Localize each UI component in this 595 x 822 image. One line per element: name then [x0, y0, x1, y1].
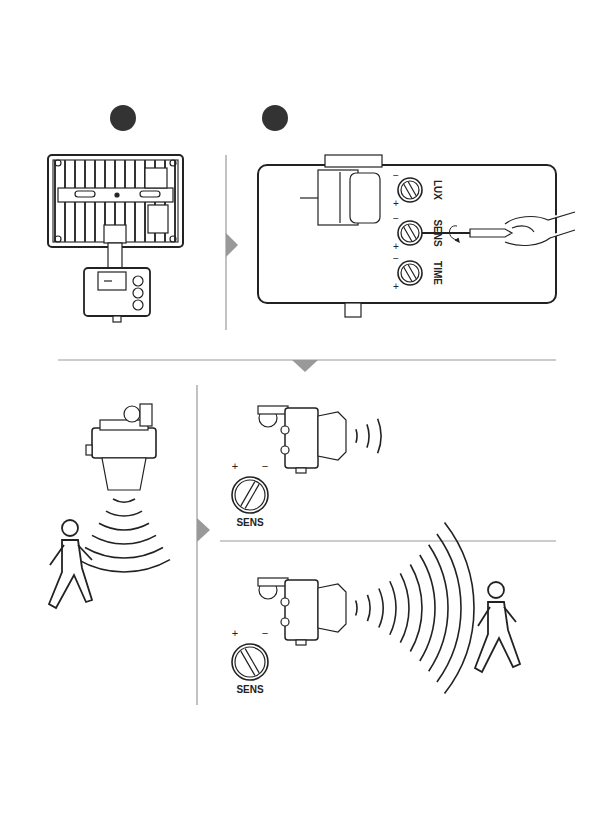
dial-sign: +: [393, 282, 399, 292]
detection-wave: [99, 523, 149, 530]
detection-wave: [390, 581, 396, 634]
dial: [232, 644, 268, 680]
dial-slot: [404, 265, 416, 281]
dial-ring: [401, 224, 419, 242]
dial-ring: [401, 264, 419, 282]
control-label: TIME: [432, 261, 442, 285]
detection-wave: [92, 535, 156, 544]
detection-wave: [378, 419, 381, 453]
dial-sign: +: [393, 199, 399, 209]
dial: [398, 178, 422, 202]
dial-slot: [241, 649, 259, 676]
detection-wave: [437, 534, 461, 682]
control-label: SENS: [236, 685, 263, 695]
detection-wave: [410, 565, 422, 652]
dial: [232, 477, 268, 513]
detection-wave: [400, 573, 409, 642]
dial-sign: −: [393, 214, 399, 224]
detection-wave: [367, 595, 370, 621]
dial-ring: [235, 647, 265, 677]
dial-ring: [235, 480, 265, 510]
detection-wave: [78, 560, 170, 572]
control-label: SENS: [236, 518, 263, 528]
dial: [398, 261, 422, 285]
dial-ring: [401, 181, 419, 199]
dial-slot: [404, 182, 416, 198]
detection-wave: [113, 499, 135, 502]
dial-slot: [404, 225, 416, 241]
detection-wave: [356, 429, 357, 443]
detection-wave: [429, 545, 448, 671]
detection-wave: [420, 555, 435, 661]
dial-slot: [241, 482, 259, 509]
dial-sign: −: [393, 254, 399, 264]
dial-sign: +: [232, 461, 238, 472]
detection-wave: [367, 424, 369, 447]
dial-sign: −: [262, 628, 268, 639]
dial: [398, 221, 422, 245]
dial-sign: −: [262, 461, 268, 472]
dial-sign: +: [393, 242, 399, 252]
dial-sign: −: [393, 171, 399, 181]
detection-wave: [379, 588, 383, 627]
detection-wave: [356, 600, 357, 615]
detection-wave: [445, 522, 474, 693]
dial-sign: +: [232, 628, 238, 639]
control-label: LUX: [432, 180, 442, 200]
detection-wave: [85, 548, 163, 558]
detection-wave: [106, 511, 142, 516]
control-label: SENS: [432, 219, 442, 246]
